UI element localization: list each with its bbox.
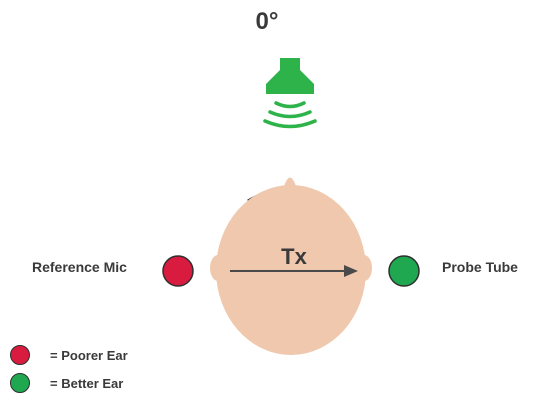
probe-tube-label: Probe Tube <box>442 259 518 275</box>
legend-label: = Poorer Ear <box>50 347 128 363</box>
legend-label: = Better Ear <box>50 375 124 391</box>
tx-label: Tx <box>281 244 307 269</box>
legend-item-better-ear: = Better Ear <box>10 373 123 393</box>
angle-label: 0° <box>255 8 279 35</box>
tx-arrow <box>230 265 358 277</box>
better-ear-dot <box>10 373 30 393</box>
probe-tube-marker <box>388 255 420 287</box>
poorer-ear-dot <box>10 345 30 365</box>
reference-mic-marker <box>162 255 194 287</box>
reference-mic-label: Reference Mic <box>32 259 127 275</box>
legend-item-poorer-ear: = Poorer Ear <box>10 345 128 365</box>
speaker-icon <box>263 58 317 129</box>
